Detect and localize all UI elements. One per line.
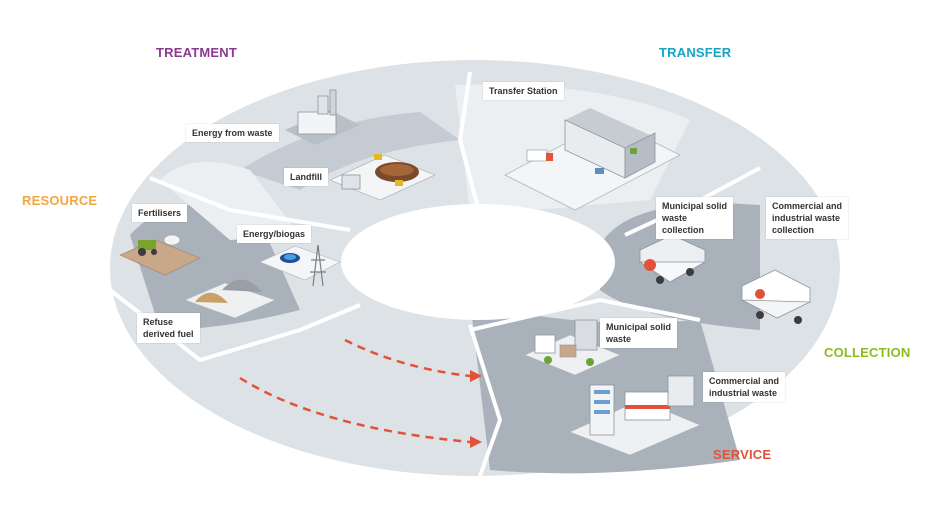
label-fertilisers: Fertilisers — [132, 204, 188, 222]
divider-resource-treatment — [149, 176, 351, 232]
municipal-truck-icon — [639, 234, 706, 284]
section-title-service: SERVICE — [713, 447, 772, 462]
municipal-houses-icon — [524, 319, 621, 376]
divider-service-resource — [468, 324, 503, 477]
divider-treatment-transfer — [457, 71, 482, 216]
label-commercial-collection: Commercial and industrial waste collecti… — [766, 197, 849, 239]
fertiliser-tractor-icon — [119, 234, 201, 276]
biogas-flame-icon — [259, 244, 341, 287]
flow-arrow-upper — [344, 338, 471, 378]
energy-from-waste-plant-icon — [285, 89, 360, 145]
landfill-icon — [328, 154, 437, 201]
divider-collection-service — [469, 297, 701, 332]
label-municipal-waste: Municipal solid waste — [600, 318, 678, 348]
section-title-collection: COLLECTION — [824, 345, 911, 360]
resource-top-band — [160, 162, 300, 240]
label-landfill: Landfill — [284, 168, 328, 186]
label-commercial-waste: Commercial and industrial waste — [703, 372, 786, 402]
commercial-truck-icon — [741, 269, 811, 324]
label-energy-from-waste: Energy from waste — [186, 124, 279, 142]
arrow-head-upper — [470, 370, 482, 382]
label-energy-biogas: Energy/biogas — [237, 225, 312, 243]
transfer-station-icon — [504, 108, 681, 211]
section-title-transfer: TRANSFER — [659, 45, 732, 60]
flow-arrows — [239, 338, 471, 444]
commercial-buildings-icon — [569, 375, 701, 456]
inner-hole — [341, 204, 615, 320]
label-transfer-station: Transfer Station — [483, 82, 564, 100]
refuse-fuel-piles-icon — [184, 279, 276, 319]
arrow-head-lower — [470, 436, 482, 448]
section-title-treatment: TREATMENT — [156, 45, 237, 60]
section-title-resource: RESOURCE — [22, 193, 98, 208]
label-refuse-derived-fuel: Refuse derived fuel — [137, 313, 200, 343]
label-municipal-collection: Municipal solid waste collection — [656, 197, 734, 239]
